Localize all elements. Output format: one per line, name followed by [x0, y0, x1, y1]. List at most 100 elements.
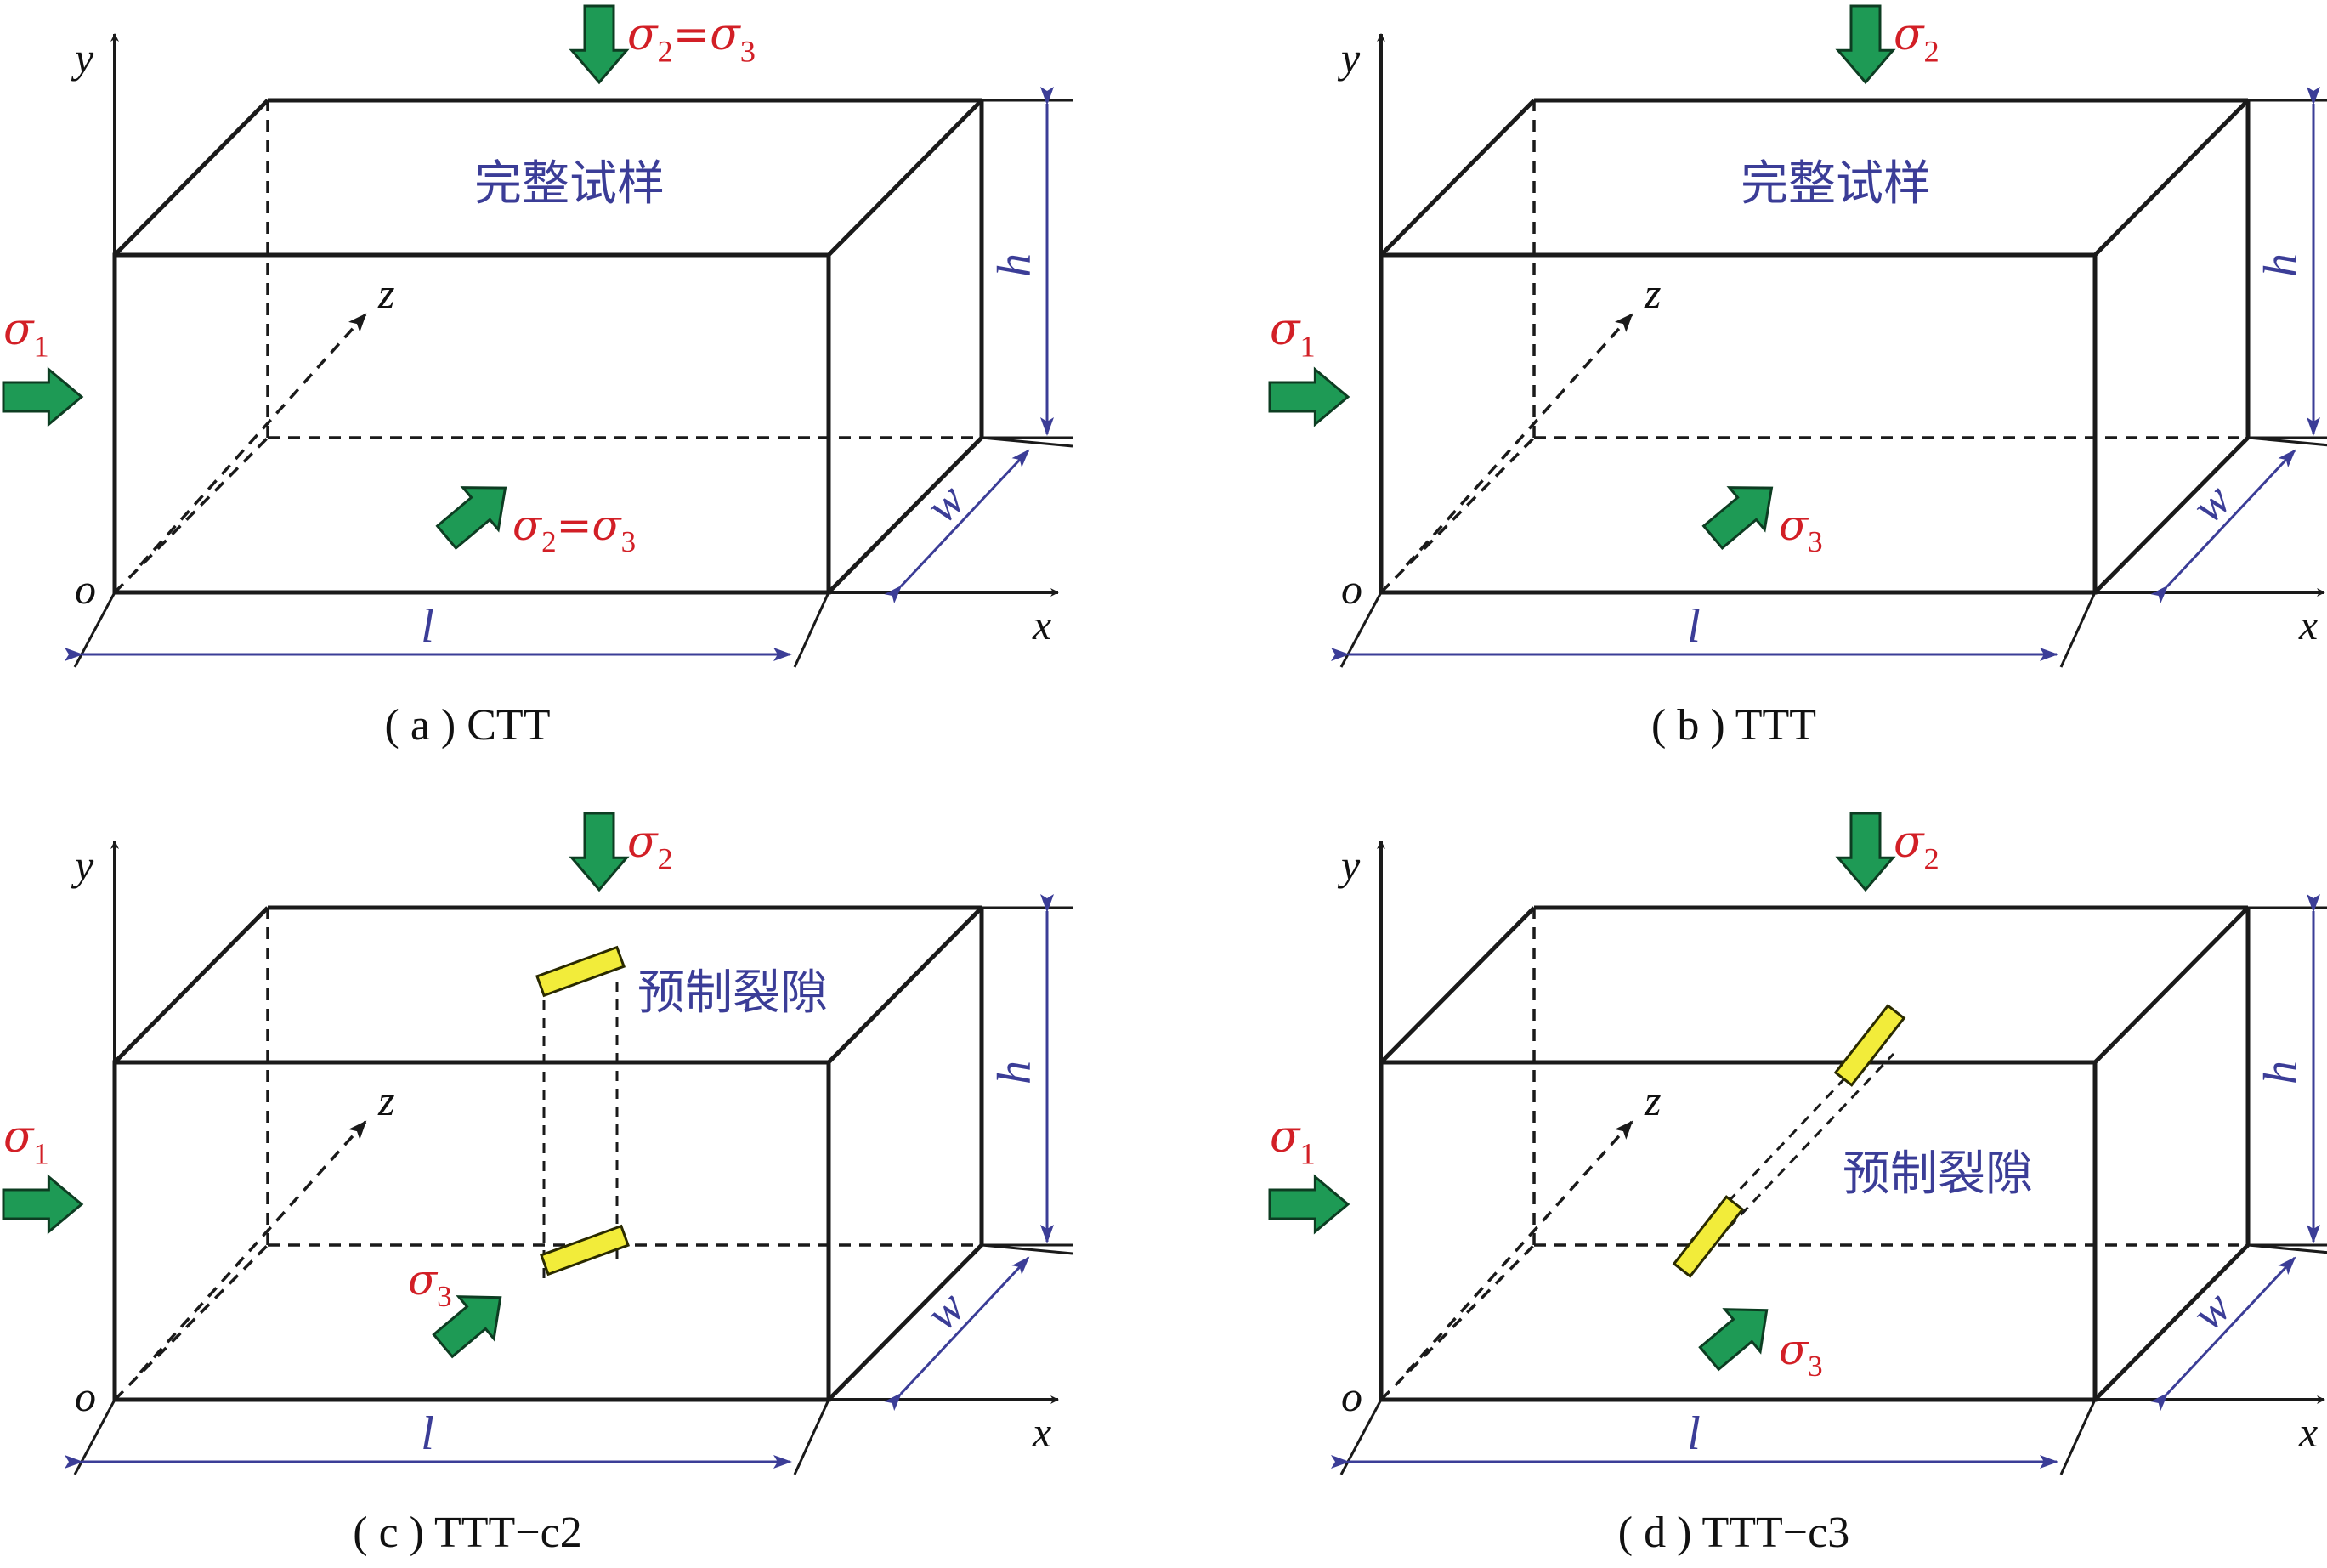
- front-stress-label: σ2=σ3: [512, 501, 636, 558]
- top-stress-label-part: σ: [627, 9, 659, 60]
- hidden-edge-depth: [113, 436, 269, 594]
- dim-h-label: h: [988, 253, 1041, 277]
- box-top-left-edge: [113, 906, 269, 1064]
- dim-h-label: h: [988, 1061, 1041, 1084]
- panel-caption: ( b ) TTT: [1651, 701, 1816, 750]
- left-stress-label: σ1: [1270, 304, 1316, 364]
- left-stress-label-part: σ: [1270, 1112, 1301, 1163]
- hidden-edge-depth: [1379, 436, 1536, 594]
- top-stress-label: σ2: [627, 817, 673, 876]
- front-stress-arrow: [1701, 486, 1774, 551]
- dim-l-label: l: [421, 1407, 434, 1460]
- dim-h-label: h: [2255, 1061, 2307, 1084]
- left-stress-label: σ1: [1270, 1112, 1316, 1171]
- z-axis: [139, 1120, 367, 1374]
- specimen-label: 完整试样: [1741, 156, 1931, 212]
- left-stress-label-part: σ: [1270, 304, 1301, 355]
- front-stress-label: σ3: [1779, 1325, 1823, 1383]
- front-stress-label-part: σ: [408, 1255, 439, 1305]
- dim-w-arrow: [884, 449, 1030, 604]
- dim-l-label: l: [1687, 600, 1701, 653]
- top-stress-label: σ2: [1894, 817, 1939, 876]
- origin-label: o: [75, 565, 96, 613]
- box-top-left-edge: [113, 99, 269, 257]
- front-stress-label-part: 2: [541, 525, 557, 558]
- top-stress-label: σ2: [1894, 9, 1939, 69]
- front-stress-label-part: 3: [1808, 525, 1823, 558]
- box-front-face: [1379, 252, 2098, 595]
- z-axis-label: z: [377, 269, 394, 317]
- left-stress-label-part: σ: [3, 304, 35, 355]
- top-stress-label-part: σ: [627, 817, 659, 868]
- dim-w-arrow: [2150, 449, 2296, 604]
- left-stress-arrow: [1268, 1174, 1350, 1235]
- front-stress-label-part: σ: [1779, 501, 1809, 550]
- front-stress-label-part: σ: [1779, 1325, 1809, 1374]
- front-stress-label-part: =σ: [557, 501, 623, 550]
- front-stress-label-part: 3: [1808, 1350, 1823, 1383]
- box-top-right-edge: [827, 99, 983, 257]
- dim-w-tick: [981, 436, 1073, 448]
- left-stress-arrow: [2, 366, 84, 427]
- top-stress-label-part: σ: [1894, 817, 1925, 868]
- dim-w-label: w: [2182, 473, 2241, 533]
- x-axis-label: x: [1032, 601, 1051, 648]
- top-stress-label-part: 2: [1924, 842, 1939, 876]
- panel-caption: ( d ) TTT−c3: [1618, 1509, 1849, 1557]
- left-stress-label: σ1: [3, 304, 49, 364]
- front-stress-arrow: [1698, 1308, 1769, 1372]
- box-top-right-edge: [2093, 906, 2250, 1064]
- box-top-right-edge: [2093, 99, 2250, 257]
- dim-l-tick-right: [793, 1399, 830, 1475]
- origin-label: o: [1341, 565, 1362, 613]
- box-front-face: [112, 1060, 831, 1402]
- origin-label: o: [1341, 1373, 1362, 1420]
- prefab-flaw-back: [1833, 1004, 1906, 1087]
- front-stress-label-part: 3: [437, 1280, 452, 1313]
- z-axis-label: z: [1644, 1077, 1661, 1124]
- dim-w-tick: [2247, 1243, 2327, 1254]
- z-axis-label: z: [1644, 269, 1661, 317]
- z-axis: [1405, 1120, 1633, 1374]
- dim-l-tick-right: [2059, 1399, 2097, 1475]
- flaw-link-upper: [1702, 1052, 1895, 1255]
- top-stress-arrow: [569, 4, 630, 85]
- specimen-label: 预制裂隙: [1843, 1146, 2033, 1202]
- top-stress-label-part: =σ: [673, 9, 742, 60]
- front-stress-arrow: [435, 486, 507, 551]
- hidden-edge-depth: [1379, 1243, 1536, 1401]
- front-stress-label: σ3: [1779, 501, 1823, 558]
- top-stress-arrow: [569, 812, 630, 892]
- left-stress-label: σ1: [3, 1112, 49, 1171]
- y-axis-label: y: [71, 34, 94, 82]
- top-stress-label: σ2=σ3: [627, 9, 756, 69]
- dim-h-label: h: [2255, 253, 2307, 277]
- front-stress-label-part: σ: [512, 501, 543, 550]
- dim-w-label: w: [915, 473, 975, 533]
- front-stress-label-part: 3: [621, 525, 637, 558]
- left-stress-label-part: 1: [34, 330, 49, 364]
- z-axis: [139, 313, 367, 567]
- top-stress-label-part: 2: [1924, 35, 1939, 69]
- left-stress-label-part: σ: [3, 1112, 35, 1163]
- z-axis: [1405, 313, 1633, 567]
- dim-w-tick: [2247, 436, 2327, 447]
- top-stress-label-part: 2: [658, 35, 673, 69]
- dim-w-label: w: [2182, 1281, 2241, 1340]
- specimen-label: 完整试样: [474, 156, 665, 212]
- prefab-flaw-top: [535, 945, 626, 998]
- panel-caption: ( c ) TTT−c2: [353, 1509, 581, 1557]
- top-stress-arrow: [1835, 4, 1896, 85]
- top-stress-arrow: [1835, 812, 1896, 892]
- dim-l-tick-right: [793, 592, 830, 668]
- dim-w-arrow: [884, 1256, 1030, 1412]
- dim-w-arrow: [2150, 1256, 2296, 1412]
- box-front-face: [112, 252, 831, 595]
- specimen-label: 预制裂隙: [637, 965, 828, 1021]
- dim-l-label: l: [421, 600, 434, 653]
- left-stress-label-part: 1: [34, 1137, 49, 1171]
